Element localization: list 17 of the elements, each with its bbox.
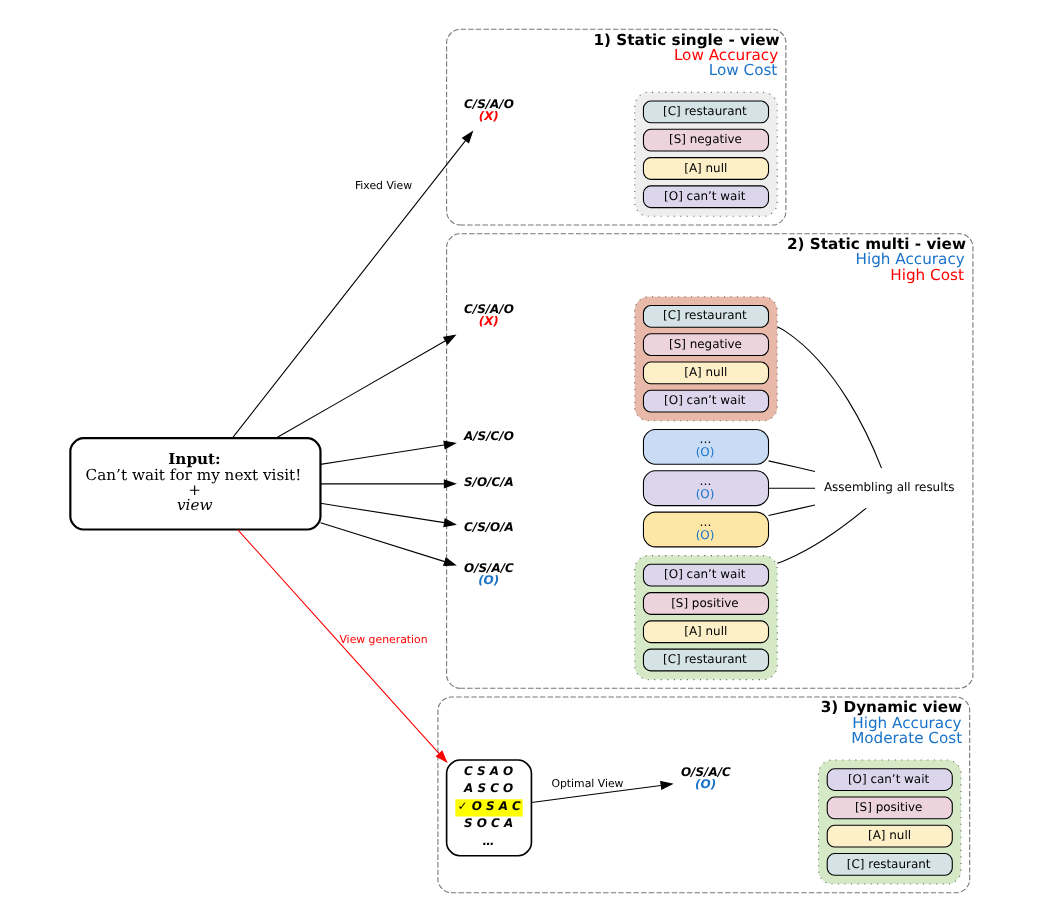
arrow	[530, 780, 674, 803]
arrow	[231, 130, 474, 439]
arrow	[319, 479, 457, 489]
cluster	[818, 759, 962, 885]
connector	[768, 460, 816, 472]
cluster	[634, 555, 778, 681]
arrow	[237, 529, 448, 764]
connector	[776, 507, 867, 564]
arrow	[319, 502, 457, 528]
arrow	[275, 334, 457, 439]
arrow	[319, 440, 457, 465]
cluster	[634, 296, 778, 422]
connector	[776, 326, 883, 469]
arrow	[319, 522, 457, 566]
connector	[768, 504, 816, 517]
cluster	[634, 91, 778, 217]
connector	[768, 487, 816, 489]
